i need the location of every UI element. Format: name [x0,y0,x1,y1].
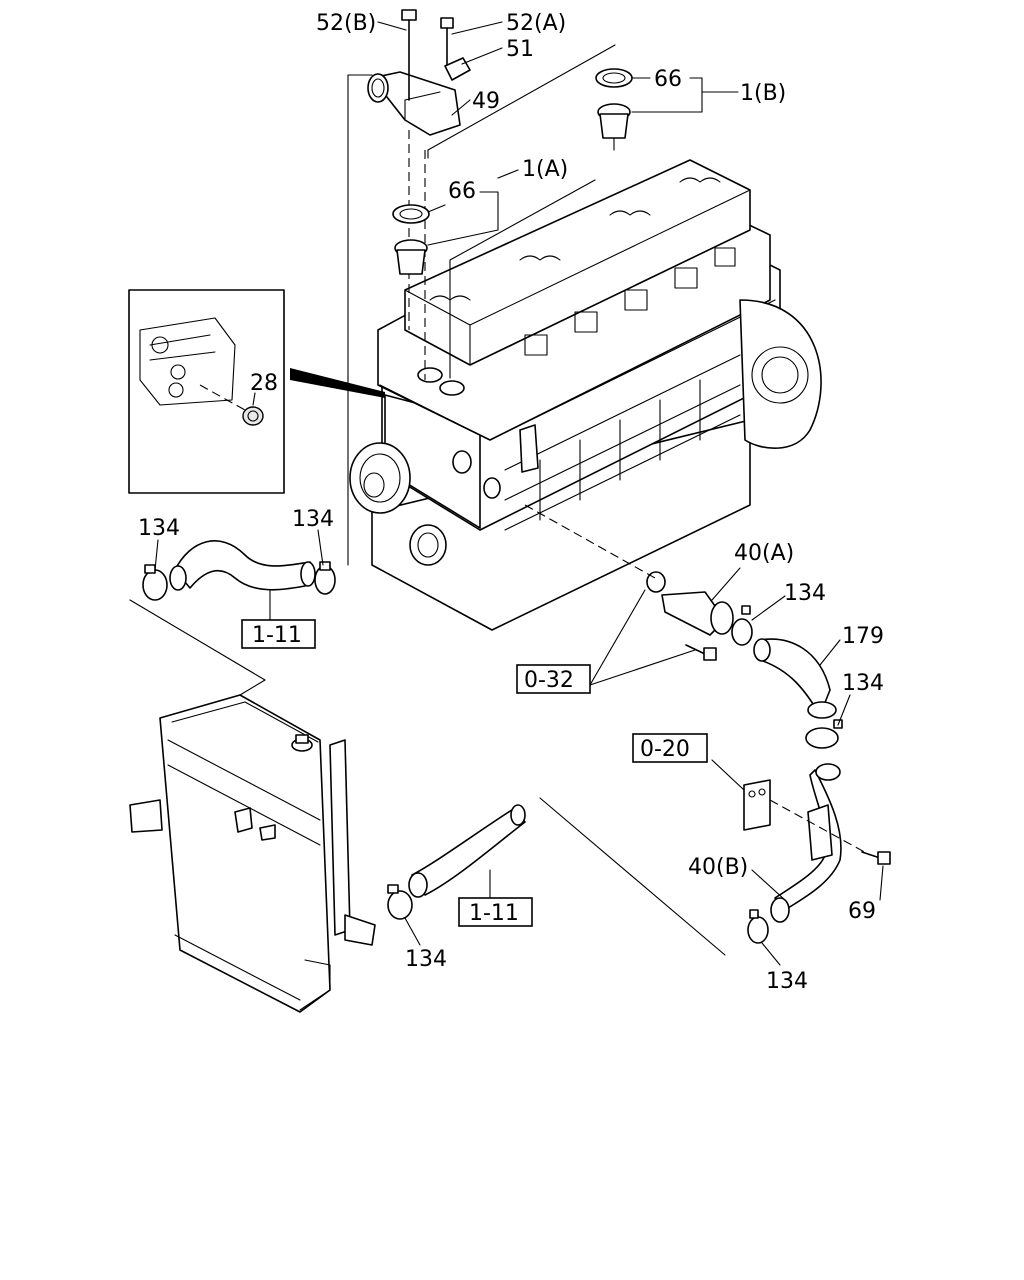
thermostat-1b [595,68,633,151]
detail-inset [128,289,385,494]
callout-134-bottom-left: 134 [405,947,447,972]
callout-69: 69 [848,899,876,924]
water-outlet-40a [524,504,753,661]
callout-66-top: 66 [654,67,682,92]
leader-lines [154,21,884,966]
radiator [129,599,376,1013]
ref-0-20: 0-20 [640,737,690,762]
reference-boxes: 1-11 0-32 0-20 1-11 [241,619,708,927]
callout-179: 179 [842,624,884,649]
callout-66-mid: 66 [448,179,476,204]
upper-radiator-hose [142,540,336,601]
ref-box-1-11-top [241,619,316,649]
water-pipe-40b [743,763,891,944]
callout-28: 28 [250,371,278,396]
callout-134-mid: 134 [292,507,334,532]
ref-1-11-bottom: 1-11 [469,901,519,926]
thermostat-1a [392,204,430,275]
callout-134-bottom-right: 134 [766,969,808,994]
thermostat-housing [367,9,471,380]
callout-134-r2: 134 [842,671,884,696]
ref-0-32: 0-32 [524,668,574,693]
callouts: 52(B) 52(A) 51 49 66 1(B) 66 1(A) 28 134… [138,11,884,994]
callout-134-r1: 134 [784,581,826,606]
callout-51: 51 [506,37,534,62]
ref-box-1-11-bottom [458,897,533,927]
engine-block [349,159,822,631]
hose-179 [753,638,843,749]
callout-49: 49 [472,89,500,114]
callout-40b: 40(B) [688,855,748,880]
callout-52b: 52(B) [316,11,376,36]
ref-1-11-top: 1-11 [252,623,302,648]
lower-radiator-hose [387,804,526,920]
ref-box-0-32 [516,664,591,694]
callout-134-left: 134 [138,516,180,541]
callout-52a: 52(A) [506,11,566,36]
callout-1b: 1(B) [740,81,786,106]
ref-box-0-20 [632,733,708,763]
callout-1a: 1(A) [522,157,568,182]
callout-40a: 40(A) [734,541,794,566]
